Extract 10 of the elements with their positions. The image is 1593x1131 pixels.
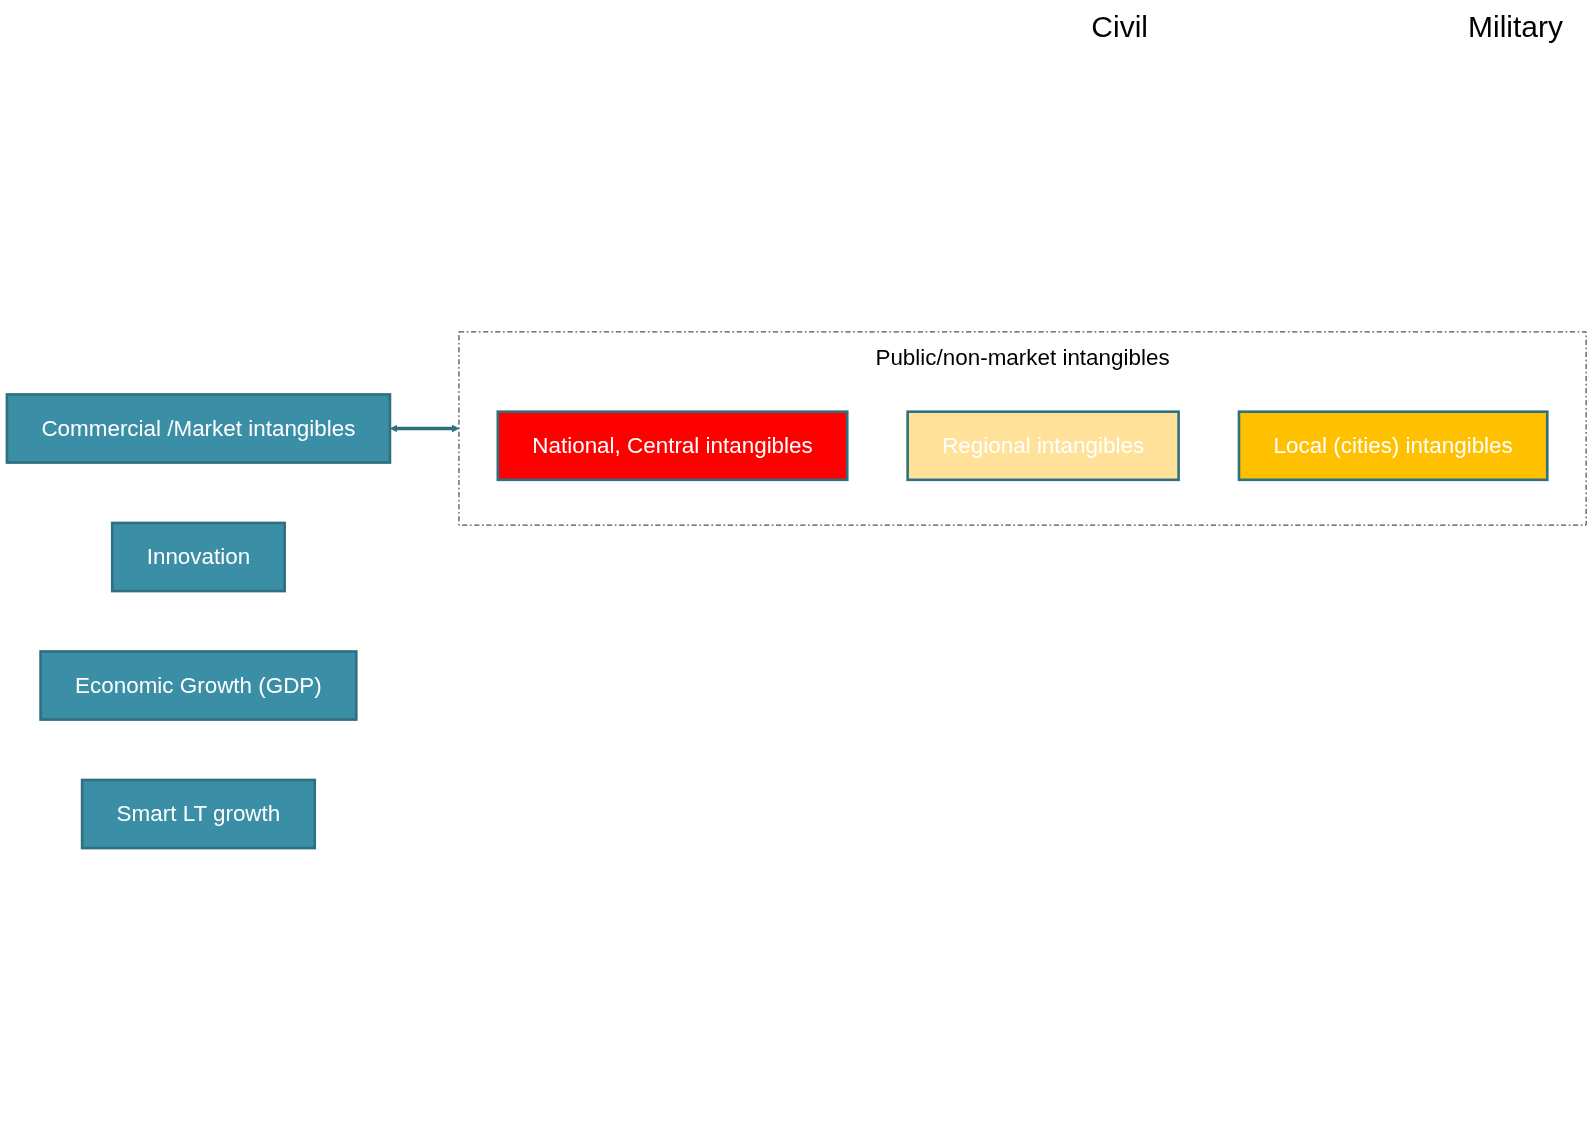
node-box: Regional intangibles [906, 410, 1180, 482]
node-box: Economic Growth (GDP) [39, 650, 358, 721]
node-box: Smart LT growth [80, 778, 317, 850]
column-label: Civil [1091, 10, 1148, 44]
node-box: Local (cities) intangibles [1237, 410, 1549, 482]
column-label: Military [1468, 10, 1563, 44]
node-box: Innovation [110, 521, 286, 593]
node-box: Commercial /Market intangibles [5, 393, 392, 464]
arrow [389, 424, 460, 433]
node-box: National, Central intangibles [496, 410, 849, 482]
